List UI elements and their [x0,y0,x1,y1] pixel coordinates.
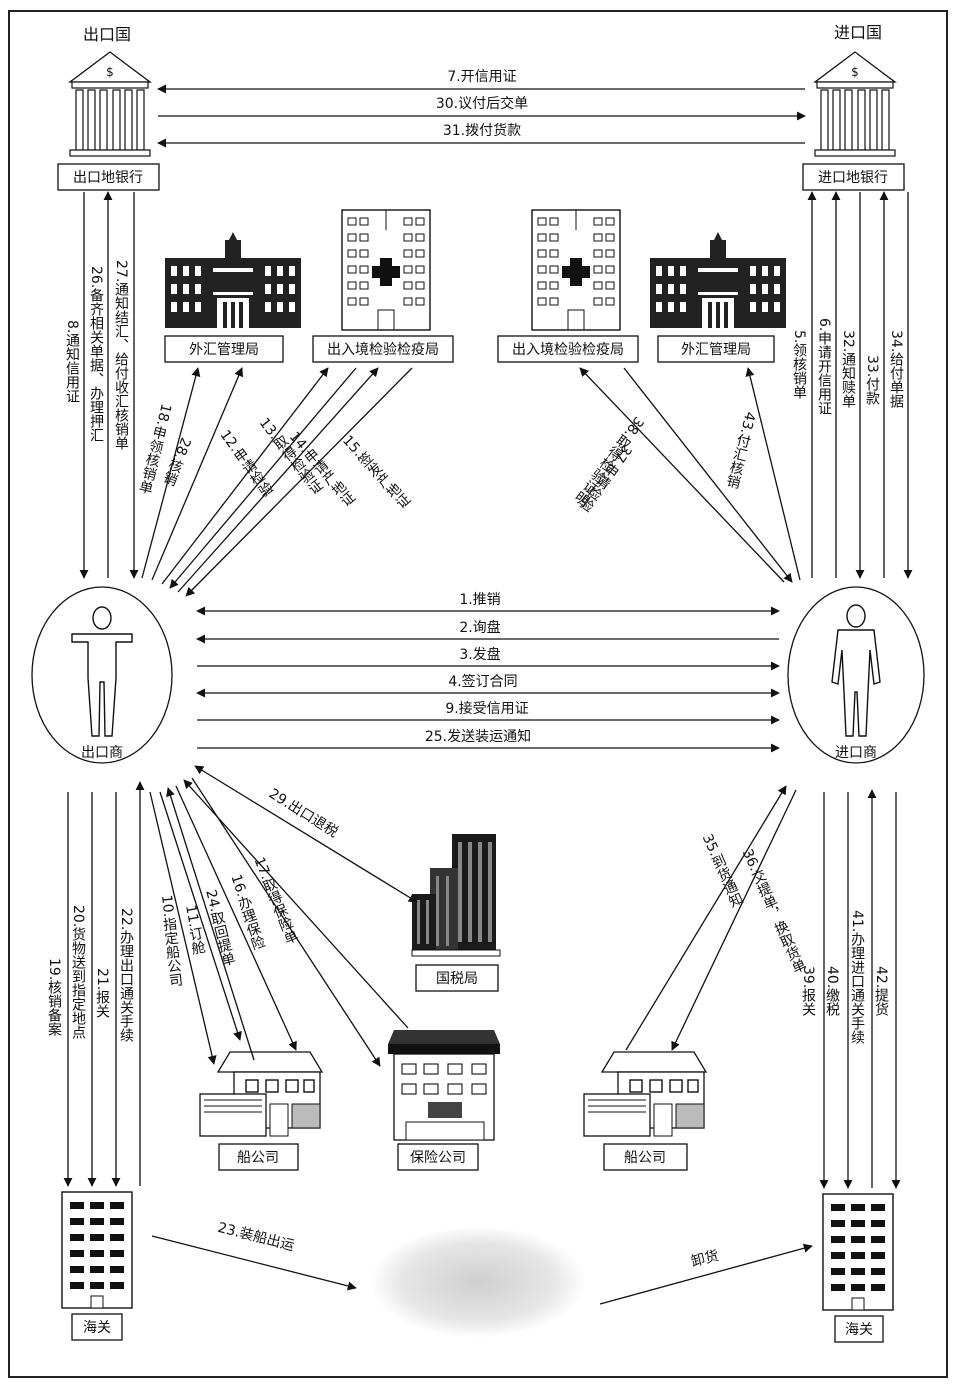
office-icon [388,1030,500,1141]
flow-33-label: 33.付款 [864,355,880,406]
flow-9-label: 9.接受信用证 [445,700,528,717]
forex-right-label: 外汇管理局 [681,342,751,358]
tax-bureau-label: 国税局 [436,971,478,987]
flow-25-label: 25.发送装运通知 [425,728,531,745]
flow-6-label: 6.申请开信用证 [816,318,832,416]
flow-30-label: 30.议付后交单 [436,95,528,112]
bank-icon: $ [813,51,897,157]
flow-24-label: 24.取回提单 [202,888,237,968]
flow-39-label: 39.报关 [800,966,816,1017]
flow-5-label: 5.领核销单 [791,330,807,400]
flow-7-label: 7.开信用证 [447,69,516,85]
skyscraper-icon [411,834,501,957]
house-icon [199,1051,324,1137]
export-bank-label: 出口地银行 [73,170,143,186]
import-bank-label: 进口地银行 [818,170,888,186]
flow-40-label: 40.缴税 [824,966,840,1018]
flow-8-label: 8.通知信用证 [64,320,80,404]
hospital-icon [341,209,431,331]
diagram-frame [8,10,948,1378]
forex-left-label: 外汇管理局 [189,342,259,358]
house-icon [583,1051,708,1137]
customs-left-label: 海关 [83,1320,111,1336]
hospital-icon [531,209,621,331]
flow-21-label: 21.报关 [94,968,110,1019]
person-icon [71,606,133,737]
flow-43-label: 43.付汇核销 [723,410,758,491]
shipping-left-label: 船公司 [237,1150,279,1166]
flow-27-label: 27.通知结汇、给付收汇核销单 [113,260,129,451]
government-building-icon [650,232,786,328]
bank-icon: $ [68,51,152,157]
flow-34-label: 34.给付单据 [888,330,904,409]
importer-label: 进口商 [835,745,877,761]
flow-35-label: 35.到货通知 [699,832,746,910]
flow-20-label: 20.货物送到指定地点 [70,905,86,1040]
person-icon [831,604,881,737]
flow-22-label: 22.办理出口通关手续 [118,908,134,1043]
flow-32-label: 32.通知赎单 [840,330,856,409]
flow-31-label: 31.拨付货款 [443,122,521,139]
svg-text:$: $ [851,65,859,79]
flow-41-label: 41.办理进口通关手续 [849,910,865,1045]
flow-26-label: 26.备齐相关单据、办理押汇 [88,266,104,443]
flow-2-label: 2.询盘 [459,619,500,636]
customs-right-label: 海关 [845,1322,873,1338]
ship-icon [370,1226,586,1338]
export-country-label: 出口国 [83,25,131,44]
import-country-label: 进口国 [834,23,882,42]
inspection-right-label: 出入境检验检疫局 [512,342,624,358]
exporter-label: 出口商 [81,745,123,761]
flow-11-label: 11.订舱 [182,904,207,958]
insurance-label: 保险公司 [410,1150,466,1166]
svg-text:$: $ [106,65,114,79]
inspection-left-label: 出入境检验检疫局 [327,342,439,358]
flow-36-label: 36.交提单，换取货单 [739,847,808,976]
flow-23-label: 23.装船出运 [216,1220,296,1254]
customs-building-icon [61,1191,133,1309]
shipping-right-label: 船公司 [624,1150,666,1166]
flow-3-label: 3.发盘 [459,646,500,663]
flow-19-label: 19.核销备案 [46,958,62,1037]
flow-42-label: 42.提货 [873,966,889,1017]
flow-1-label: 1.推销 [459,592,500,608]
customs-building-icon [822,1193,894,1311]
flow-10-label: 10.指定船公司 [158,894,184,988]
government-building-icon [165,232,301,328]
flow-4-label: 4.签订合同 [448,673,517,690]
unload-label: 卸货 [689,1247,720,1270]
